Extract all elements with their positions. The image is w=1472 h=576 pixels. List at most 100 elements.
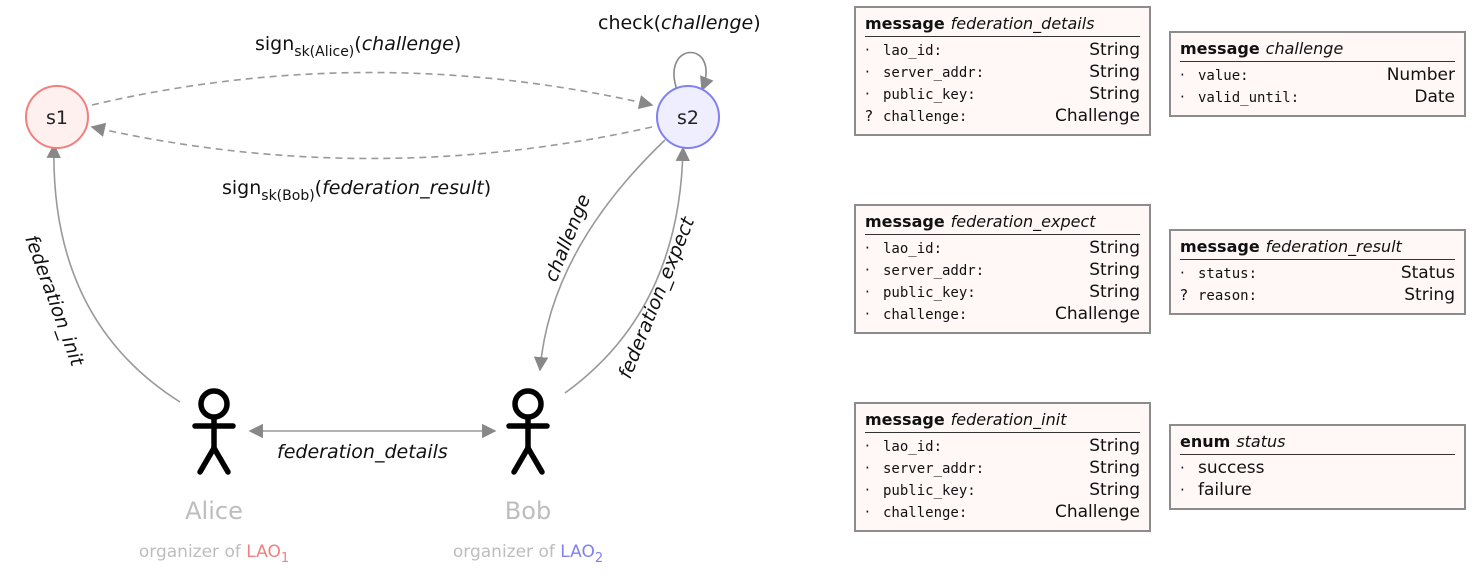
field-name: server_addr: xyxy=(883,461,985,477)
node-s1-label: s1 xyxy=(46,107,68,129)
field-mark: · xyxy=(865,261,870,279)
field-type: String xyxy=(1089,62,1140,82)
enum-value: failure xyxy=(1198,480,1252,500)
field-type: String xyxy=(1089,40,1140,60)
label-sign-bob: signsk(Bob)(federation_result) xyxy=(222,177,491,204)
field-mark: · xyxy=(865,503,870,521)
actor-alice-name: Alice xyxy=(185,497,243,525)
label-federation-expect: federation_expect xyxy=(614,213,699,382)
node-s1: s1 xyxy=(25,85,89,149)
edge-challenge xyxy=(533,139,666,372)
actor-alice-icon xyxy=(192,388,236,475)
field-name: server_addr: xyxy=(883,263,985,279)
enum-mark: · xyxy=(1180,481,1185,499)
field-mark: · xyxy=(865,239,870,257)
field-type: Date xyxy=(1414,87,1455,107)
field-row: · public_key: String xyxy=(865,84,1140,106)
edge-sign-alice xyxy=(91,71,654,110)
field-mark: · xyxy=(865,63,870,81)
field-mark: ? xyxy=(865,107,873,125)
box-kind: message xyxy=(1180,237,1260,256)
field-type: String xyxy=(1089,238,1140,258)
actor-alice-role: organizer of LAO1 xyxy=(139,542,289,566)
field-mark: · xyxy=(865,305,870,323)
field-type: Challenge xyxy=(1055,304,1140,324)
field-row: ·server_addr:String xyxy=(865,260,1140,282)
edge-federation-expect xyxy=(564,146,690,394)
node-s2: s2 xyxy=(656,85,720,149)
field-row: ?challenge:Challenge xyxy=(865,106,1140,128)
field-name: value: xyxy=(1198,68,1249,84)
field-mark: · xyxy=(865,459,870,477)
enum-mark: · xyxy=(1180,459,1185,477)
field-row: ·challenge:Challenge xyxy=(865,304,1140,326)
field-mark: · xyxy=(865,85,870,103)
enum-value: success xyxy=(1198,458,1265,478)
field-name: valid_until: xyxy=(1198,90,1300,106)
field-type: Status xyxy=(1400,263,1455,283)
field-type: String xyxy=(1089,480,1140,500)
label-check: check(challenge) xyxy=(598,12,761,34)
label-federation-init: federation_init xyxy=(20,232,88,370)
box-header: message federation_details xyxy=(865,14,1140,37)
box-name: status xyxy=(1236,432,1286,451)
field-row: · lao_id: String xyxy=(865,436,1140,458)
field-type: String xyxy=(1089,436,1140,456)
field-row: ·public_key:String xyxy=(865,282,1140,304)
field-name: public_key: xyxy=(883,87,976,103)
field-name: status: xyxy=(1198,266,1258,282)
field-row: · valid_until: Date xyxy=(1180,87,1455,109)
field-name: lao_id: xyxy=(883,43,943,59)
box-kind: message xyxy=(865,14,945,33)
label-sign-alice: signsk(Alice)(challenge) xyxy=(255,33,461,60)
edge-sign-bob xyxy=(90,122,653,160)
field-row: ·lao_id:String xyxy=(865,238,1140,260)
field-row: · challenge: Challenge xyxy=(865,502,1140,524)
box-kind: message xyxy=(1180,39,1260,58)
box-name: challenge xyxy=(1265,39,1344,58)
field-name: challenge: xyxy=(883,109,968,125)
field-name: server_addr: xyxy=(883,65,985,81)
field-type: String xyxy=(1089,84,1140,104)
actor-bob-icon xyxy=(506,388,550,475)
box-name: federation_details xyxy=(950,14,1095,33)
field-mark: · xyxy=(865,41,870,59)
field-row: ·status:Status xyxy=(1180,263,1455,285)
field-mark: · xyxy=(865,283,870,301)
protocol-diagram: s1 s2 signsk(Alice)(challenge) signsk(Bo… xyxy=(20,12,761,566)
field-name: challenge: xyxy=(883,505,968,521)
field-type: String xyxy=(1089,458,1140,478)
box-name: federation_init xyxy=(950,410,1067,429)
field-type: String xyxy=(1404,285,1455,305)
field-mark: · xyxy=(865,437,870,455)
field-row: · server_addr: String xyxy=(865,458,1140,480)
edge-check-loop xyxy=(673,51,714,92)
label-federation-details: federation_details xyxy=(277,441,448,463)
field-name: public_key: xyxy=(883,483,976,499)
box-header: message challenge xyxy=(1180,39,1455,62)
enum-row: · success xyxy=(1180,458,1455,480)
field-mark: · xyxy=(1180,88,1185,106)
box-name: federation_expect xyxy=(950,212,1096,231)
message-box-challenge: message challenge · value: Number· valid_unti… xyxy=(1169,31,1466,117)
actor-bob-name: Bob xyxy=(505,497,551,525)
field-type: Challenge xyxy=(1055,502,1140,522)
field-type: String xyxy=(1089,282,1140,302)
field-mark: ? xyxy=(1180,286,1188,304)
field-type: Number xyxy=(1386,65,1455,85)
field-name: reason: xyxy=(1198,288,1258,304)
edge-federation-init xyxy=(46,143,181,403)
field-mark: · xyxy=(865,481,870,499)
field-row: · public_key: String xyxy=(865,480,1140,502)
field-name: lao_id: xyxy=(883,439,943,455)
node-s2-label: s2 xyxy=(677,107,699,129)
actor-bob-role: organizer of LAO2 xyxy=(453,542,603,566)
